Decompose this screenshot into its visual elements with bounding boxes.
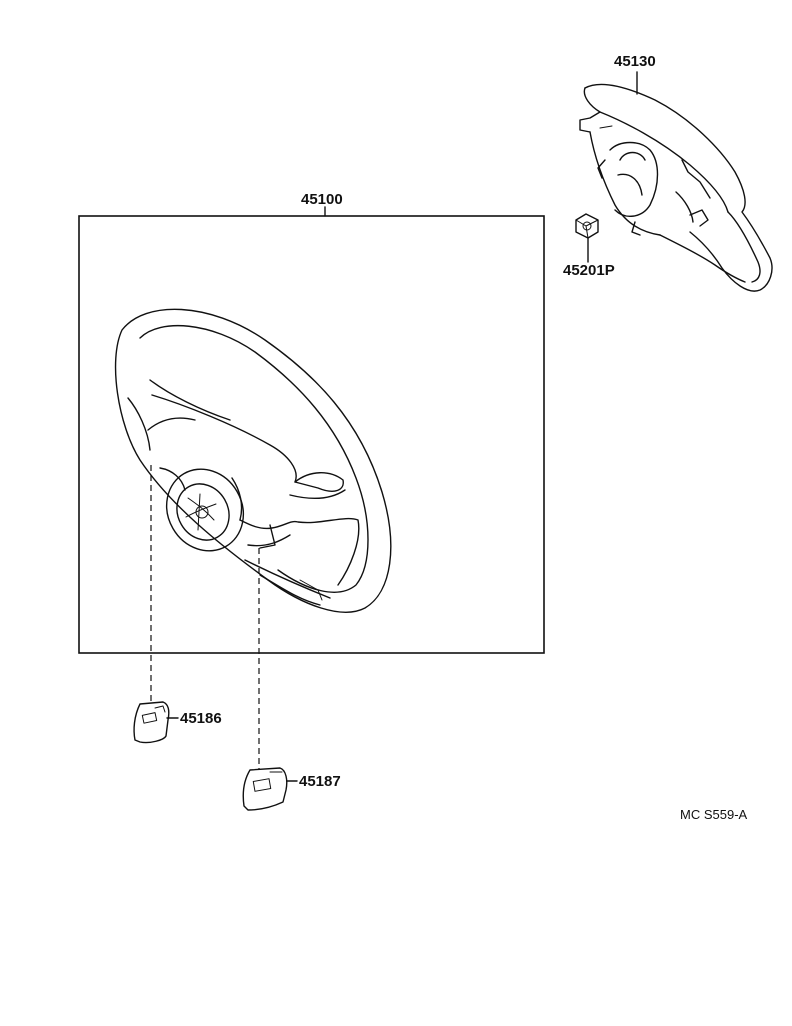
cover-45187-drawing <box>242 767 298 811</box>
label-45201P: 45201P <box>563 262 615 279</box>
reference-code: MC S559-A <box>680 807 748 822</box>
label-45187: 45187 <box>299 773 341 790</box>
label-45130: 45130 <box>614 53 656 70</box>
label-45100: 45100 <box>301 191 343 208</box>
cover-45186-drawing <box>133 701 179 744</box>
steering-wheel-drawing <box>114 308 392 613</box>
horn-pad-45130-drawing <box>579 71 773 292</box>
nut-45201P-drawing <box>575 213 599 263</box>
assembly-box <box>78 215 545 654</box>
label-45186: 45186 <box>180 710 222 727</box>
